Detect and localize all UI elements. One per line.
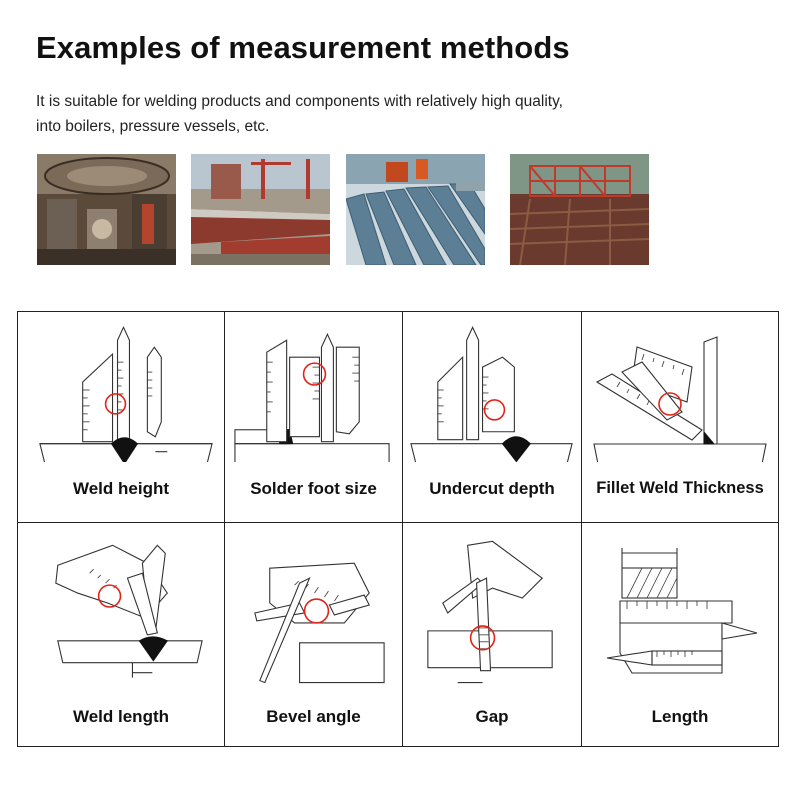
method-label: Fillet Weld Thickness <box>596 479 764 497</box>
subtitle-line-2: into boilers, pressure vessels, etc. <box>36 118 270 135</box>
method-weld-height: Weld height <box>18 312 225 523</box>
shipyard-photo <box>191 154 330 265</box>
weld-height-diagram <box>39 325 213 462</box>
method-length: Length <box>582 523 778 746</box>
method-undercut-depth: Undercut depth <box>403 312 582 523</box>
method-label: Weld height <box>72 479 169 498</box>
method-label: Weld length <box>72 707 169 726</box>
method-label: Gap <box>475 707 509 726</box>
method-label: Undercut depth <box>429 479 555 498</box>
page-title: Examples of measurement methods <box>36 30 570 65</box>
fillet-weld-thickness-diagram <box>593 336 767 462</box>
gap-diagram <box>427 540 553 684</box>
measurement-grid: Weld height Solder foot size <box>17 311 779 747</box>
boiler-photo <box>37 154 176 265</box>
method-label: Solder foot size <box>250 479 377 498</box>
subtitle-line-1: It is suitable for welding products and … <box>36 93 563 110</box>
page-subtitle: It is suitable for welding products and … <box>36 89 676 139</box>
weld-length-diagram <box>55 544 203 678</box>
method-label: Length <box>651 707 709 726</box>
method-label: Bevel angle <box>266 707 361 726</box>
method-fillet-weld-thickness: Fillet Weld Thickness <box>582 312 778 523</box>
pipes-photo <box>346 154 485 265</box>
method-gap: Gap <box>403 523 582 746</box>
bevel-angle-diagram <box>254 562 385 684</box>
undercut-depth-diagram <box>410 326 573 462</box>
method-weld-length: Weld length <box>18 523 225 746</box>
method-solder-foot-size: Solder foot size <box>225 312 403 523</box>
steel-structure-photo <box>510 154 649 265</box>
method-bevel-angle: Bevel angle <box>225 523 403 746</box>
length-diagram <box>606 548 758 674</box>
solder-foot-size-diagram <box>234 332 390 462</box>
